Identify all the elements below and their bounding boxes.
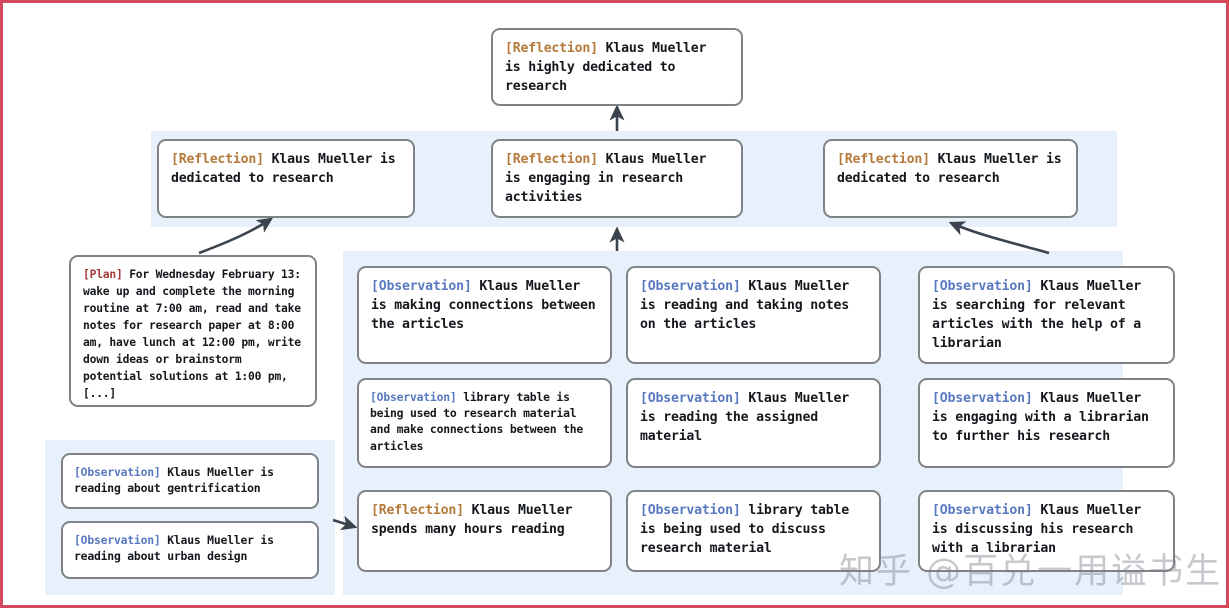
- node-text: Klaus Mueller is making connections betw…: [371, 279, 604, 333]
- node-text: Klaus Mueller is engaging in research ac…: [505, 152, 714, 206]
- tag-reflection: [Reflection]: [505, 41, 598, 56]
- node-text: Klaus Mueller is engaging with a librari…: [932, 391, 1157, 445]
- node-text: Klaus Mueller is dedicated to research: [171, 152, 404, 187]
- node-reflection-center[interactable]: [Reflection] Klaus Mueller is engaging i…: [491, 139, 743, 218]
- tag-reflection: [Reflection]: [837, 152, 930, 167]
- node-col4-observation-3[interactable]: [Observation] Klaus Mueller is discussin…: [918, 490, 1175, 572]
- node-left-observation-1[interactable]: [Observation] Klaus Mueller is reading a…: [61, 453, 319, 509]
- tag-reflection: [Reflection]: [505, 152, 598, 167]
- tag-reflection: [Reflection]: [371, 503, 464, 518]
- node-col2-reflection[interactable]: [Reflection] Klaus Mueller spends many h…: [357, 490, 612, 572]
- node-plan[interactable]: [Plan] For Wednesday February 13: wake u…: [69, 255, 317, 407]
- node-col3-observation-3[interactable]: [Observation] library table is being use…: [626, 490, 881, 572]
- tag-observation: [Observation]: [74, 533, 161, 547]
- tag-observation: [Observation]: [370, 390, 457, 404]
- node-text: Klaus Mueller is reading about gentrific…: [74, 465, 281, 496]
- node-text: Klaus Mueller is reading about urban des…: [74, 533, 281, 564]
- tag-reflection: [Reflection]: [171, 152, 264, 167]
- node-reflection-left[interactable]: [Reflection] Klaus Mueller is dedicated …: [157, 139, 415, 218]
- tag-plan: [Plan]: [83, 268, 123, 281]
- tag-observation: [Observation]: [640, 503, 741, 518]
- node-text: Klaus Mueller spends many hours reading: [371, 503, 580, 538]
- node-root-reflection[interactable]: [Reflection] Klaus Mueller is highly ded…: [491, 28, 743, 106]
- node-col4-observation-2[interactable]: [Observation] Klaus Mueller is engaging …: [918, 378, 1175, 468]
- node-text: Klaus Mueller is reading the assigned ma…: [640, 391, 857, 445]
- tag-observation: [Observation]: [932, 391, 1033, 406]
- node-text: For Wednesday February 13: wake up and c…: [83, 268, 308, 400]
- node-text: Klaus Mueller is highly dedicated to res…: [505, 41, 714, 95]
- node-col3-observation-2[interactable]: [Observation] Klaus Mueller is reading t…: [626, 378, 881, 468]
- tag-observation: [Observation]: [371, 279, 472, 294]
- node-text: Klaus Mueller is reading and taking note…: [640, 279, 857, 333]
- node-text: library table is being used to research …: [370, 390, 590, 453]
- node-text: Klaus Mueller is searching for relevant …: [932, 279, 1149, 352]
- tag-observation: [Observation]: [932, 279, 1033, 294]
- node-text: Klaus Mueller is dedicated to research: [837, 152, 1070, 187]
- tag-observation: [Observation]: [932, 503, 1033, 518]
- node-left-observation-2[interactable]: [Observation] Klaus Mueller is reading a…: [61, 521, 319, 579]
- tag-observation: [Observation]: [74, 465, 161, 479]
- node-col2-observation-2[interactable]: [Observation] library table is being use…: [357, 378, 612, 468]
- node-col3-observation-1[interactable]: [Observation] Klaus Mueller is reading a…: [626, 266, 881, 364]
- node-text: Klaus Mueller is discussing his research…: [932, 503, 1149, 557]
- node-text: library table is being used to discuss r…: [640, 503, 857, 557]
- tag-observation: [Observation]: [640, 279, 741, 294]
- tag-observation: [Observation]: [640, 391, 741, 406]
- node-col4-observation-1[interactable]: [Observation] Klaus Mueller is searching…: [918, 266, 1175, 364]
- node-reflection-right[interactable]: [Reflection] Klaus Mueller is dedicated …: [823, 139, 1078, 218]
- node-col2-observation-1[interactable]: [Observation] Klaus Mueller is making co…: [357, 266, 612, 364]
